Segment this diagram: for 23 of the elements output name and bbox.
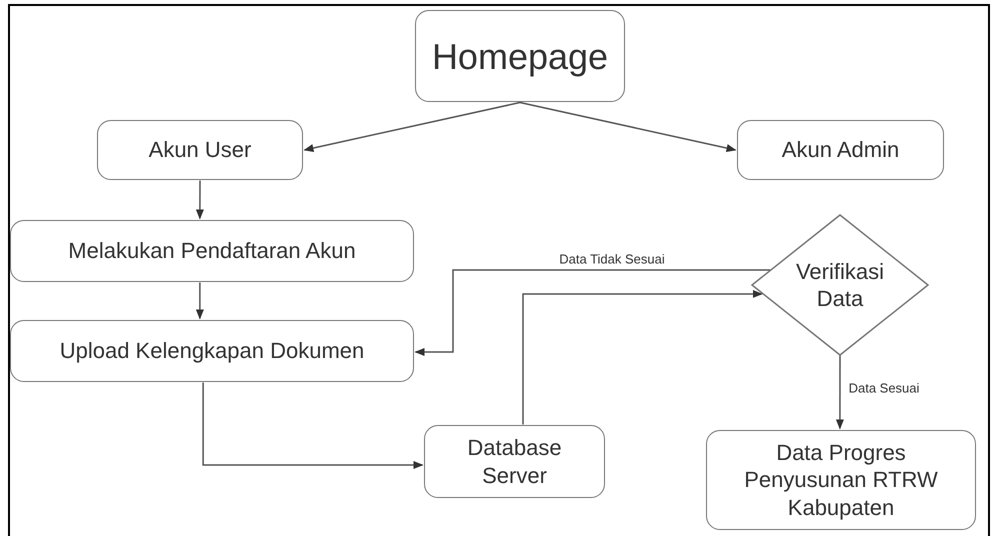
process-box [706, 430, 976, 530]
arrow [836, 356, 844, 430]
process-box [10, 220, 414, 282]
arrow [414, 269, 770, 356]
arrow [520, 102, 736, 152]
node-text: Database Server [466, 434, 563, 489]
arrow [196, 282, 204, 320]
node-text: Akun Admin [780, 136, 900, 164]
node-text: Upload Kelengkapan Dokumen [58, 337, 366, 365]
node-text: Akun User [148, 136, 252, 164]
arrow [522, 290, 763, 424]
arrow [202, 382, 424, 469]
process-box [10, 320, 414, 382]
node-text: Homepage [430, 34, 610, 78]
arrow [196, 180, 204, 220]
process-box [415, 10, 625, 102]
node-text: Data Progres Penyusunan RTRW Kabupaten [743, 438, 939, 522]
node-text: Verifikasi Data [794, 258, 886, 312]
process-box [737, 120, 944, 180]
process-box [424, 425, 605, 498]
process-box [97, 120, 303, 180]
node-text: Melakukan Pendaftaran Akun [67, 237, 357, 265]
arrow [304, 102, 520, 152]
